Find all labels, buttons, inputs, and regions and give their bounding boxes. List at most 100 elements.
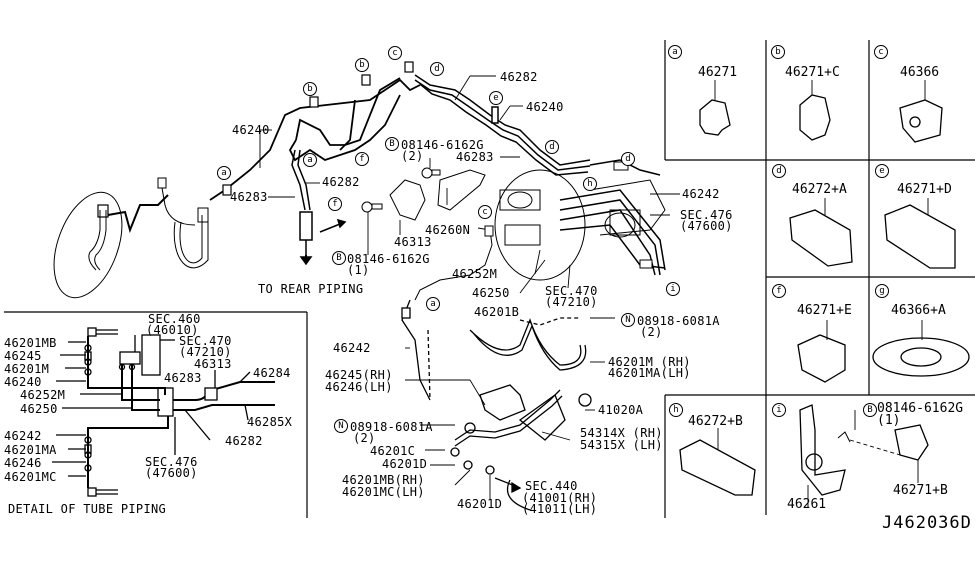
panel-marker-f-icon: f [772,284,786,298]
panel-marker-g-icon: g [875,284,889,298]
label-46201MB: 46201MB(RH) [342,473,425,487]
panel-part-label: 46272+A [792,182,847,197]
detail-label-46201M: 46201M [4,362,50,376]
clip-marker-a-icon: a [303,153,317,167]
detail-label-sec460-sub: (46010) [146,323,199,337]
panel-part-label: 46366 [900,65,940,80]
clip-marker-c-icon: c [388,46,402,60]
label-46201MC: 46201MC(LH) [342,485,425,499]
panel-part-label: 46261 [787,497,827,512]
panel-part-sketches [679,80,970,508]
detail-label-sec470-sub: (47210) [179,345,232,359]
label-46242-lower: 46242 [333,341,371,355]
bolt-marker-icon: B [385,137,399,151]
bolt-marker-icon: B [332,251,346,265]
detail-label-sec470: SEC.470 [179,334,232,348]
panel-part-label: 46271+D [897,182,952,197]
label-46282-mid: 46282 [322,175,360,189]
bolt-marker-icon: B [863,403,877,417]
label-sec440-rh: (41001(RH) [522,491,598,505]
detail-label-46242: 46242 [4,429,42,443]
label-nut-top: 08918-6081A [637,314,720,328]
label-46283-top: 46283 [456,150,494,164]
clip-marker-c-icon: c [478,205,492,219]
label-sec470: SEC.470 [545,284,598,298]
detail-label-46313: 46313 [194,357,232,371]
detail-label-sec476: SEC.476 [145,455,198,469]
label-bolt-1: 08146-6162G [347,252,430,266]
panel-grid-lines [664,40,975,518]
label-46201D-a: 46201D [382,457,428,471]
detail-label-sec476-sub: (47600) [145,466,198,480]
panel-marker-e-icon: e [875,164,889,178]
lower-hoses [401,299,592,511]
panel-part-label: 46271+E [797,303,852,318]
detail-label-46245: 46245 [4,349,42,363]
tubes-to-master-cylinder [414,74,591,176]
clip-marker-d-icon: d [430,62,444,76]
panel-bolt-qty: (1) [877,413,901,428]
nut-marker-icon: N [621,313,635,327]
label-46283-left: 46283 [230,190,268,204]
panel-part-label: 46271+C [785,65,840,80]
detail-label-46284: 46284 [253,366,291,380]
panel-part-label: 46271 [698,65,738,80]
label-sec476-sub: (47600) [680,219,733,233]
label-46260N: 46260N [425,223,471,237]
label-sec440-lh: (41011(LH) [522,502,598,516]
label-sec440: SEC.440 [525,479,578,493]
diagram-code: J462036D [882,513,972,533]
clip-marker-b-icon: b [355,58,369,72]
label-sec476: SEC.476 [680,208,733,222]
clip-marker-d-icon: d [621,152,635,166]
detail-label-46283: 46283 [164,371,202,385]
label-46201C: 46201C [370,444,416,458]
panel-marker-i-icon: i [772,403,786,417]
detail-label-46285X: 46285X [247,415,293,429]
label-bolt-2-qty: (2) [401,149,424,163]
panel-marker-a-icon: a [668,45,682,59]
panel-extra-part-label: 46271+B [893,483,948,498]
detail-label-46250: 46250 [20,402,58,416]
label-to-rear-piping: TO REAR PIPING [258,282,364,296]
bolt-brackets [361,167,494,301]
detail-label-46201MC: 46201MC [4,470,57,484]
tube-46283 [291,149,347,266]
panel-part-label: 46366+A [891,303,946,318]
clip-marker-b-icon: b [303,82,317,96]
label-54315X: 54315X (LH) [580,438,663,452]
clip-marker-i-icon: i [666,282,680,296]
leader-lines [259,75,680,500]
clip-marker-f-icon: f [328,197,342,211]
label-46282-top: 46282 [500,70,538,84]
panel-marker-b-icon: b [771,45,785,59]
label-46201MA: 46201MA(LH) [608,366,691,380]
label-bolt-1-qty: (1) [347,263,370,277]
detail-box-lines [4,311,308,518]
label-46246: 46246(LH) [325,380,393,394]
clip-marker-f-icon: f [355,152,369,166]
detail-label-46246: 46246 [4,456,42,470]
detail-label-sec460: SEC.460 [148,312,201,326]
label-41020A: 41020A [598,403,644,417]
label-nut-bottom-qty: (2) [353,431,376,445]
label-46313: 46313 [394,235,432,249]
label-46240-top: 46240 [526,100,564,114]
clip-marker-h-icon: h [583,177,597,191]
label-46240-left: 46240 [232,123,270,137]
label-46242-right: 46242 [682,187,720,201]
label-46201M: 46201M (RH) [608,355,691,369]
label-sec470-sub: (47210) [545,295,598,309]
label-nut-top-qty: (2) [640,325,663,339]
panel-bolt-label: 08146-6162G [877,401,964,416]
clip-marker-e-icon: e [489,91,503,105]
tube-46240 [209,61,421,201]
detail-label-46240: 46240 [4,375,42,389]
clip-marker-a-icon: a [217,166,231,180]
panel-marker-h-icon: h [669,403,683,417]
label-bolt-2: 08146-6162G [401,138,484,152]
panel-part-label: 46272+B [688,414,743,429]
detail-title: DETAIL OF TUBE PIPING [8,502,167,516]
